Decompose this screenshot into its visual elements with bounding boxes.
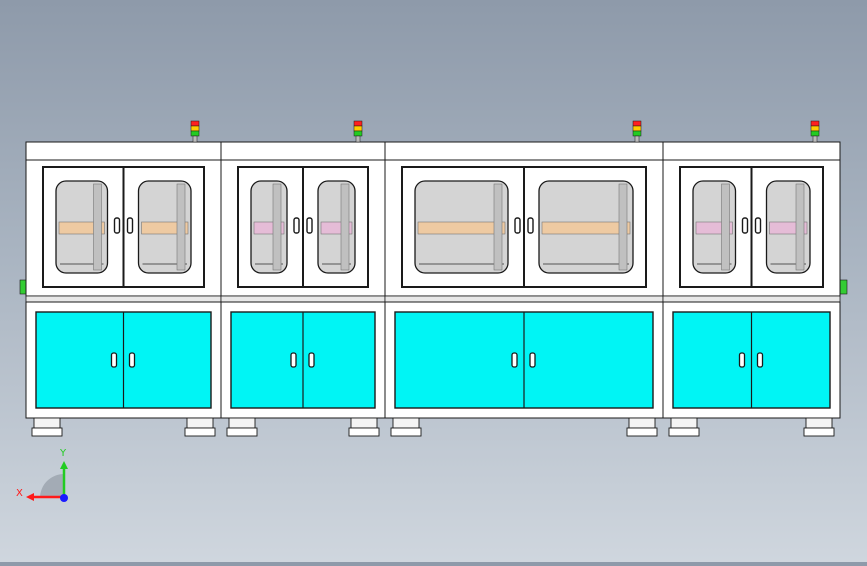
foot-block: [805, 417, 833, 429]
top-header: [384, 141, 664, 161]
foot-block: [228, 417, 256, 429]
triad-y-label: Y: [59, 448, 67, 459]
signal-light: [353, 120, 363, 127]
signal-tower-4: [810, 120, 820, 143]
separator-band: [25, 295, 222, 303]
signal-light: [190, 130, 200, 137]
foot-pad: [626, 427, 658, 437]
upper-handle-left: [514, 217, 521, 234]
foot-pad: [31, 427, 63, 437]
upper-handle-left: [293, 217, 300, 234]
foot-pad: [184, 427, 216, 437]
mechanism-column: [272, 183, 282, 271]
foot-block: [392, 417, 420, 429]
triad-x-arrow: [26, 493, 34, 501]
foot-pad: [348, 427, 380, 437]
mechanism-column: [795, 183, 805, 271]
separator-band: [662, 295, 841, 303]
signal-light: [353, 125, 363, 132]
upper-handle-right: [306, 217, 313, 234]
foot-pad: [390, 427, 422, 437]
foot-pad: [803, 427, 835, 437]
station-4: [662, 141, 841, 437]
upper-handle-left: [741, 217, 749, 234]
upper-handle-right: [126, 217, 134, 234]
signal-pole: [812, 135, 818, 143]
mechanism-column: [618, 183, 628, 271]
signal-light: [810, 120, 820, 127]
mechanism-plate: [141, 221, 189, 235]
top-header: [220, 141, 386, 161]
mechanism-column: [340, 183, 350, 271]
upper-handle-left: [113, 217, 121, 234]
upper-handle-right: [527, 217, 534, 234]
top-header: [25, 141, 222, 161]
lower-handle-left: [738, 352, 746, 368]
signal-light: [810, 130, 820, 137]
signal-tower-1: [190, 120, 200, 143]
triad-z-axis: [60, 494, 68, 502]
foot-block: [628, 417, 656, 429]
foot-block: [350, 417, 378, 429]
foot-pad: [226, 427, 258, 437]
mechanism-column: [176, 183, 186, 271]
signal-pole: [355, 135, 361, 143]
lower-handle-right: [529, 352, 536, 368]
signal-light: [190, 120, 200, 127]
lower-handle-right: [756, 352, 764, 368]
upper-handle-right: [754, 217, 762, 234]
triad-y-arrow: [60, 461, 68, 469]
separator-band: [384, 295, 664, 303]
signal-light: [632, 120, 642, 127]
signal-tower-3: [632, 120, 642, 143]
lower-handle-right: [128, 352, 136, 368]
mechanism-column: [721, 183, 730, 271]
signal-pole: [192, 135, 198, 143]
triad-shadow-arc: [40, 474, 64, 498]
foot-block: [670, 417, 698, 429]
side-button-right: [839, 279, 848, 295]
mechanism-column: [493, 183, 503, 271]
mechanism-column: [93, 183, 102, 271]
signal-light: [353, 130, 363, 137]
station-1: [25, 141, 222, 437]
mechanism-plate: [541, 221, 631, 235]
signal-light: [632, 125, 642, 132]
lower-handle-left: [110, 352, 118, 368]
signal-light: [810, 125, 820, 132]
signal-pole: [634, 135, 640, 143]
foot-pad: [668, 427, 700, 437]
mechanism-plate: [58, 221, 105, 235]
axis-triad: X Y: [16, 448, 68, 502]
triad-x-label: X: [16, 488, 23, 499]
lower-handle-left: [511, 352, 518, 368]
foot-block: [186, 417, 214, 429]
machine-stations: [25, 120, 841, 437]
signal-tower-2: [353, 120, 363, 143]
station-3: [384, 141, 664, 437]
lower-handle-right: [308, 352, 315, 368]
signal-light: [632, 130, 642, 137]
signal-light: [190, 125, 200, 132]
top-header: [662, 141, 841, 161]
mechanism-plate: [417, 221, 506, 235]
lower-handle-left: [290, 352, 297, 368]
foot-block: [33, 417, 61, 429]
separator-band: [220, 295, 386, 303]
station-2: [220, 141, 386, 437]
